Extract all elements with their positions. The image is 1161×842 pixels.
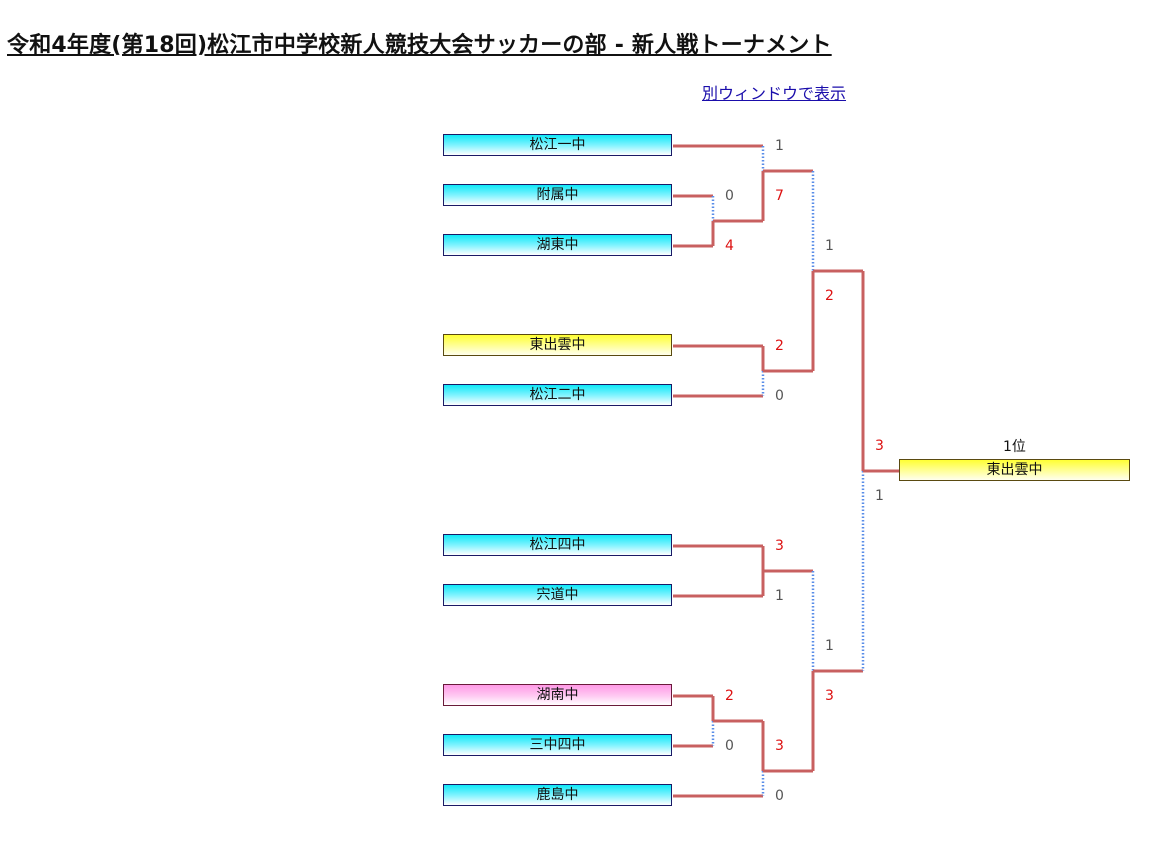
champion-box[interactable]: 東出雲中 bbox=[899, 459, 1130, 481]
champion-rank-label: 1位 bbox=[1003, 439, 1026, 455]
team-box-kashima[interactable]: 鹿島中 bbox=[443, 784, 672, 806]
score-m7-konan: 3 bbox=[775, 738, 784, 754]
team-box-konan[interactable]: 湖南中 bbox=[443, 684, 672, 706]
score-m7-kashima: 0 bbox=[775, 788, 784, 804]
team-box-higashiizumo[interactable]: 東出雲中 bbox=[443, 334, 672, 356]
team-box-matsue-daiichi[interactable]: 松江一中 bbox=[443, 134, 672, 156]
score-final-konan: 1 bbox=[875, 488, 884, 504]
score-m6-konan: 2 bbox=[725, 688, 734, 704]
score-m3-matsue-daini: 0 bbox=[775, 388, 784, 404]
team-box-matsue-daiyon[interactable]: 松江四中 bbox=[443, 534, 672, 556]
team-box-fuzoku[interactable]: 附属中 bbox=[443, 184, 672, 206]
score-m4-higashiizumo: 2 bbox=[825, 288, 834, 304]
team-box-shinji[interactable]: 宍道中 bbox=[443, 584, 672, 606]
open-in-new-window-link[interactable]: 別ウィンドウで表示 bbox=[702, 84, 847, 103]
score-m8-matsue-daiyon: 1 bbox=[825, 638, 834, 654]
page-title: 令和4年度(第18回)松江市中学校新人競技大会サッカーの部 - 新人戦トーナメン… bbox=[7, 33, 832, 58]
score-m3-higashiizumo: 2 bbox=[775, 338, 784, 354]
score-m8-konan: 3 bbox=[825, 688, 834, 704]
team-box-koto[interactable]: 湖東中 bbox=[443, 234, 672, 256]
score-m1-koto: 4 bbox=[725, 238, 734, 254]
team-box-sanchu-yonchu[interactable]: 三中四中 bbox=[443, 734, 672, 756]
score-m5-shinji: 1 bbox=[775, 588, 784, 604]
score-m2-koto: 7 bbox=[775, 188, 784, 204]
score-final-higashiizumo: 3 bbox=[875, 438, 884, 454]
score-m4-koto: 1 bbox=[825, 238, 834, 254]
score-m6-sanchu-yonchu: 0 bbox=[725, 738, 734, 754]
score-m1-fuzoku: 0 bbox=[725, 188, 734, 204]
team-box-matsue-daini[interactable]: 松江二中 bbox=[443, 384, 672, 406]
score-m5-matsue-daiyon: 3 bbox=[775, 538, 784, 554]
score-m2-matsue-daiichi: 1 bbox=[775, 138, 784, 154]
